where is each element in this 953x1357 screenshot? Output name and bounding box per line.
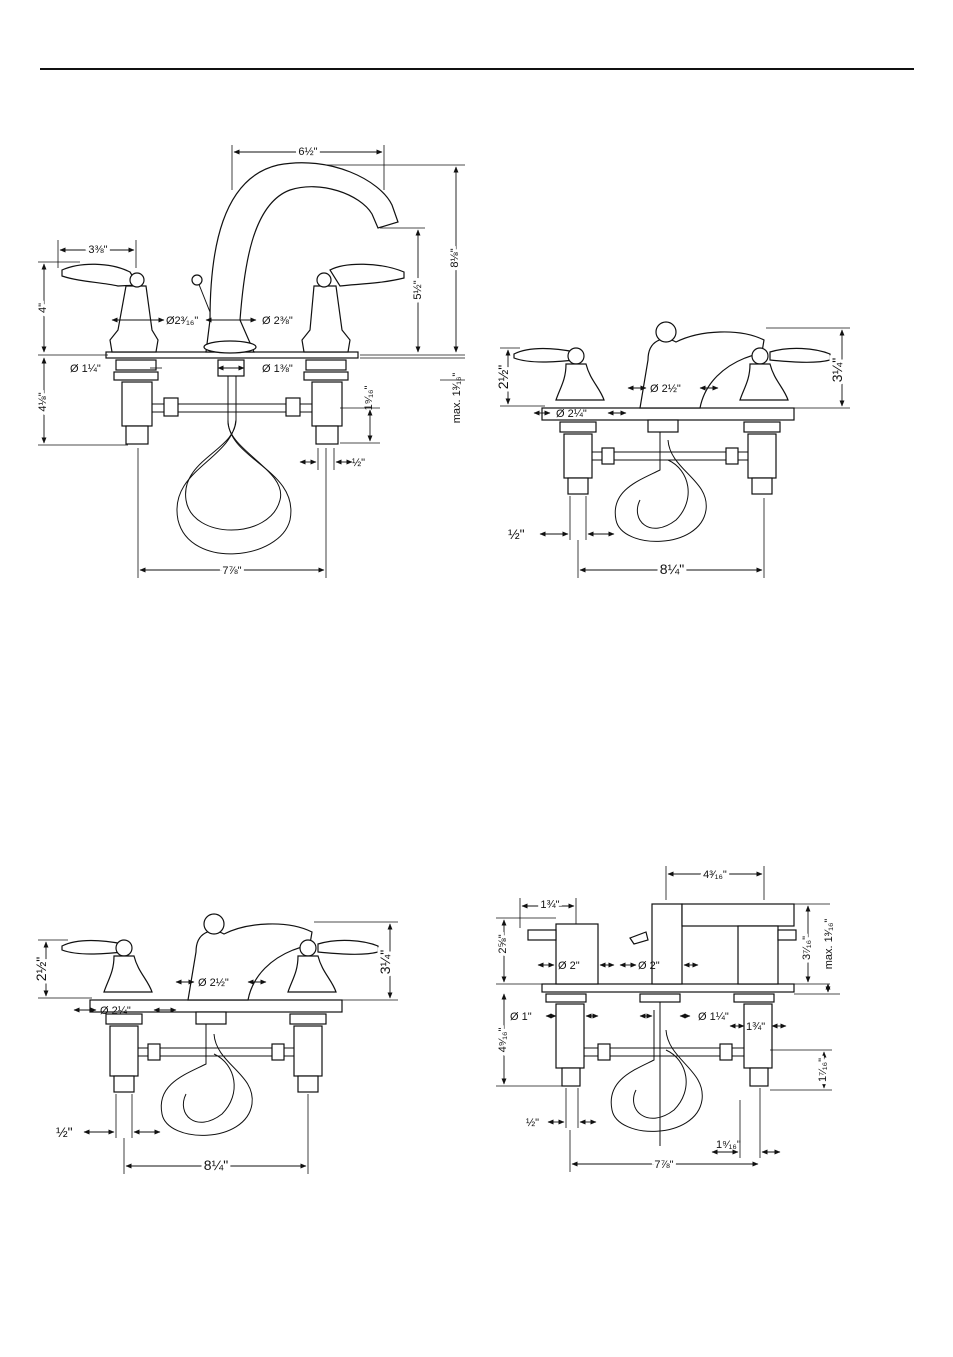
d3-spout-height: 3¼" <box>377 950 393 974</box>
d3-connector-size: ½" <box>56 1124 73 1140</box>
d3-spout-base-dia: Ø 2½" <box>198 977 229 989</box>
d1-spout-base-dia: Ø 2⅜" <box>262 315 293 327</box>
faucet-diagram-4: 4³⁄₁₆" 1¾" 2⅝" 3⁷⁄₁₆" max. 1³⁄₁₆" Ø 2" Ø… <box>496 866 840 1172</box>
d2-spout-base-dia: Ø 2½" <box>650 383 681 395</box>
d1-spout-reach: 6½" <box>298 146 317 158</box>
d2-handle-height: 2½" <box>495 365 511 389</box>
faucet-diagram-1: 6½" 8⅛" 5½" 3⅜" 4" Ø2³⁄₁₆" Ø 2⅜" Ø 1¼" Ø… <box>37 145 465 578</box>
d1-handle-reach: 3⅜" <box>88 244 107 256</box>
d2-handle-base-dia: Ø 2¼" <box>556 408 587 420</box>
d1-shank-length: 4⅛" <box>37 392 49 411</box>
d1-center-spread: 7⅞" <box>222 565 241 577</box>
d1-handle-height: 4" <box>37 303 49 313</box>
d4-handle-reach: 1¾" <box>540 899 559 911</box>
d2-spout-height: 3¼" <box>829 358 845 382</box>
d4-spout-base-dia: Ø 2" <box>638 960 660 972</box>
d1-spout-height: 8⅛" <box>449 248 461 267</box>
d3-handle-base-dia: Ø 2¼" <box>100 1005 131 1017</box>
d4-nut-size: 1⁹⁄₁₆" <box>716 1139 741 1151</box>
d4-connector-length: 1⁷⁄₁₆" <box>817 1058 829 1082</box>
d4-spout-shank-dia: Ø 1¼" <box>698 1011 729 1023</box>
d1-handle-shank-dia: Ø 1¼" <box>70 363 101 375</box>
faucet-diagram-3: 2½" 3¼" Ø 2½" Ø 2¼" ½" 8¼" <box>33 914 398 1174</box>
d1-aerator-height: 5½" <box>412 280 424 299</box>
d4-max-thickness: max. 1³⁄₁₆" <box>823 919 835 970</box>
faucet-diagram-2: 2½" 3¼" Ø 2½" Ø 2¼" ½" 8¼" <box>495 322 850 578</box>
d3-center-spread: 8¼" <box>204 1157 228 1173</box>
d4-handle-height: 2⅝" <box>497 934 509 953</box>
d4-center-spread: 7⅞" <box>654 1159 673 1171</box>
d1-spout-shank-dia: Ø 1⅜" <box>262 363 293 375</box>
d2-connector-size: ½" <box>508 526 525 542</box>
d4-shank-length: 4⁹⁄₁₆" <box>497 1028 509 1053</box>
d4-connector-size: ½" <box>526 1117 539 1129</box>
d4-valve-shank-dia: 1¾" <box>746 1021 765 1033</box>
d3-handle-height: 2½" <box>33 957 49 981</box>
d1-max-thickness: max. 1³⁄₁₆" <box>451 373 463 424</box>
d4-spout-height: 3⁷⁄₁₆" <box>801 936 813 960</box>
d4-handle-shank-dia: Ø 1" <box>510 1011 532 1023</box>
d4-handle-base-dia: Ø 2" <box>558 960 580 972</box>
d1-connector-length: 1⁹⁄₁₆" <box>363 386 375 411</box>
d4-spout-reach: 4³⁄₁₆" <box>703 869 727 881</box>
d2-center-spread: 8¼" <box>660 561 684 577</box>
d1-handle-base-dia: Ø2³⁄₁₆" <box>166 315 198 327</box>
d1-connector-size: ½" <box>352 457 365 469</box>
